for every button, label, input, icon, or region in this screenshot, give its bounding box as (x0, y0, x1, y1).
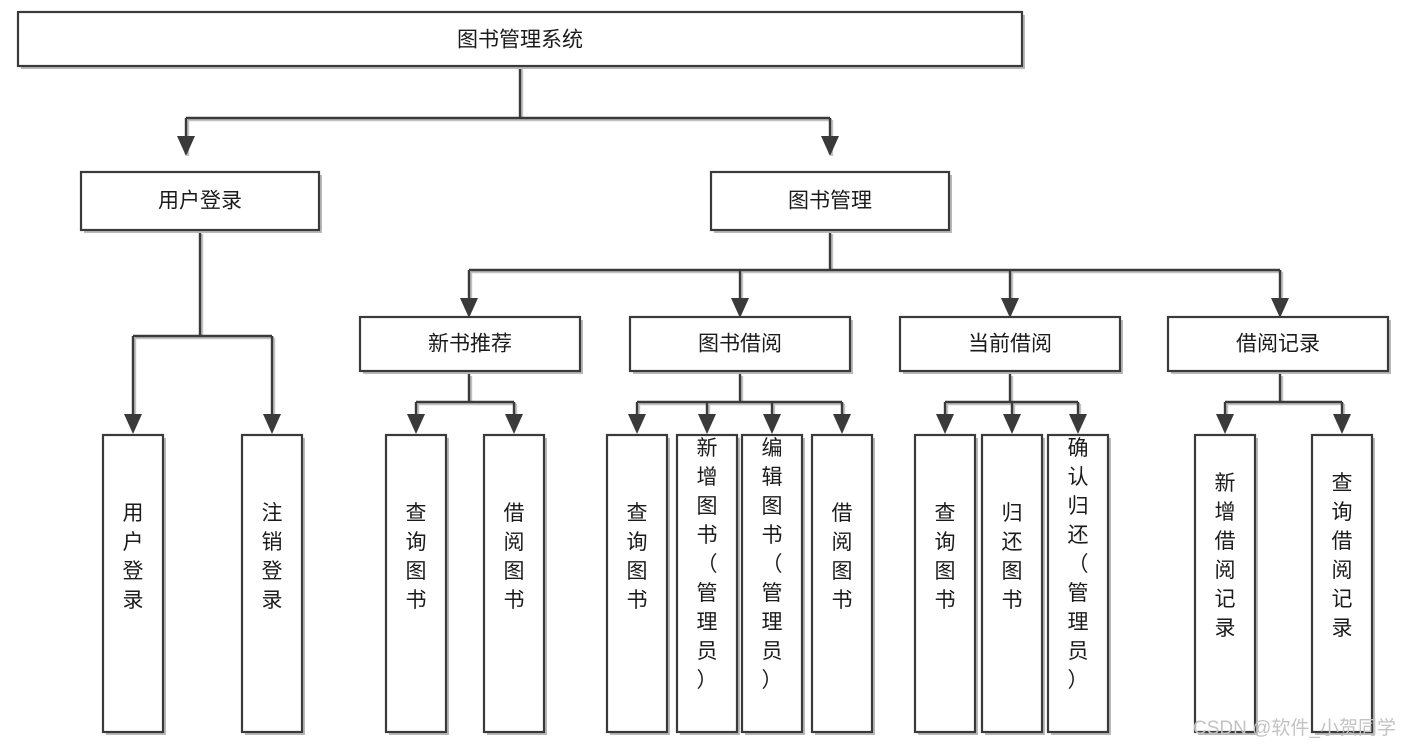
leaf-query-record-label: 查询借阅记录 (1332, 472, 1353, 640)
leaf-return-book[interactable]: 归还图书 (980, 433, 1045, 735)
node-new-book-rec[interactable]: 新书推荐 (358, 315, 583, 374)
leaf-add-book[interactable]: 新增图书（管理员） (675, 433, 740, 735)
node-borrow-record[interactable]: 借阅记录 (1166, 315, 1391, 374)
connector-bookborrow-to-leaves (628, 374, 851, 434)
leaf-query-record[interactable]: 查询借阅记录 (1310, 433, 1375, 735)
leaf-query-book-3-label: 查询图书 (935, 502, 956, 612)
node-borrow-record-label: 借阅记录 (1236, 333, 1320, 356)
connector-layer (124, 66, 1351, 434)
connector-newbook-to-leaves (407, 374, 523, 434)
node-book-manage-label: 图书管理 (788, 190, 872, 213)
leaf-confirm-return-label: 确认归还（管理员） (1068, 437, 1089, 692)
connector-borrowrecord-to-leaves (1216, 374, 1351, 434)
node-book-manage[interactable]: 图书管理 (709, 170, 952, 233)
leaf-query-book-3[interactable]: 查询图书 (913, 433, 978, 735)
connector-userlogin-to-leaves (124, 232, 281, 434)
leaf-query-book-2-label: 查询图书 (627, 502, 648, 612)
leaf-edit-book[interactable]: 编辑图书（管理员） (740, 433, 805, 735)
node-current-borrow[interactable]: 当前借阅 (898, 315, 1123, 374)
leaf-user-login[interactable]: 用户登录 (101, 433, 166, 735)
node-user-login[interactable]: 用户登录 (79, 170, 322, 233)
leaf-query-book-1[interactable]: 查询图书 (384, 433, 449, 735)
connector-currentborrow-to-leaves (936, 374, 1087, 434)
watermark: CSDN @软件_小贺同学 (1193, 717, 1396, 739)
node-root-label: 图书管理系统 (457, 29, 583, 52)
leaf-borrow-book-1[interactable]: 借阅图书 (482, 433, 547, 735)
node-book-borrow-label: 图书借阅 (698, 333, 782, 356)
leaf-borrow-book-2-label: 借阅图书 (832, 502, 853, 612)
leaf-confirm-return[interactable]: 确认归还（管理员） (1046, 433, 1111, 735)
leaf-return-book-label: 归还图书 (1002, 502, 1023, 612)
leaf-add-record-label: 新增借阅记录 (1215, 472, 1236, 640)
node-user-login-label: 用户登录 (158, 190, 242, 213)
node-book-borrow[interactable]: 图书借阅 (628, 315, 853, 374)
node-new-book-rec-label: 新书推荐 (428, 333, 512, 356)
leaf-user-login-label: 用户登录 (123, 502, 144, 612)
leaf-logout[interactable]: 注销登录 (240, 433, 305, 735)
leaf-query-book-2[interactable]: 查询图书 (605, 433, 670, 735)
leaf-edit-book-label: 编辑图书（管理员） (762, 437, 783, 692)
node-root[interactable]: 图书管理系统 (16, 10, 1025, 69)
connector-root-to-level2 (177, 66, 839, 156)
leaf-logout-label: 注销登录 (262, 502, 283, 612)
leaf-add-book-label: 新增图书（管理员） (697, 437, 718, 692)
leaf-borrow-book-2[interactable]: 借阅图书 (810, 433, 875, 735)
node-current-borrow-label: 当前借阅 (968, 333, 1052, 356)
leaf-add-record[interactable]: 新增借阅记录 (1193, 433, 1258, 735)
connector-bookmanage-to-level3 (460, 232, 1289, 318)
leaf-borrow-book-1-label: 借阅图书 (504, 502, 525, 612)
leaf-query-book-1-label: 查询图书 (406, 502, 427, 612)
